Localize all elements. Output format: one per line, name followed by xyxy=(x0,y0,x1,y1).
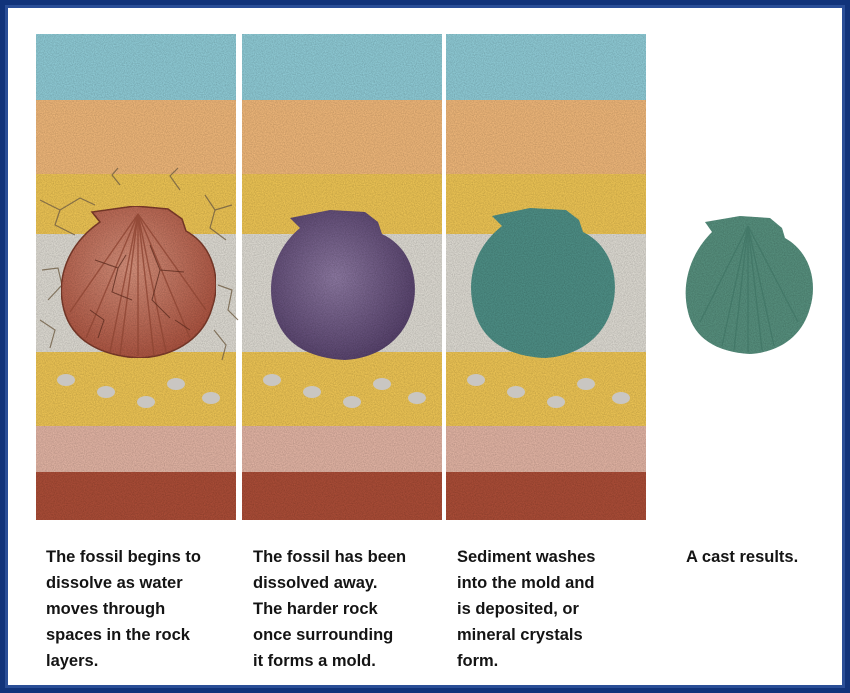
caption-stage-1: The fossil begins to dissolve as water m… xyxy=(46,544,201,674)
pebble xyxy=(137,396,155,408)
peach-layer-band xyxy=(446,100,646,174)
pink-layer-band xyxy=(446,426,646,472)
pebble xyxy=(467,374,485,386)
red-layer-band xyxy=(446,472,646,520)
caption-line: dissolve as water xyxy=(46,570,201,596)
pink-layer-band xyxy=(242,426,442,472)
yellow-layer-band xyxy=(36,352,236,426)
red-layer-band xyxy=(242,472,442,520)
caption-line: The fossil begins to xyxy=(46,544,201,570)
caption-line: form. xyxy=(457,648,595,674)
caption-line: mineral crystals xyxy=(457,622,595,648)
caption-line: The harder rock xyxy=(253,596,406,622)
pebble xyxy=(343,396,361,408)
pink-layer-band xyxy=(36,426,236,472)
caption-stage-2: The fossil has been dissolved away. The … xyxy=(253,544,406,674)
caption-line: A cast results. xyxy=(686,544,798,570)
pebble xyxy=(373,378,391,390)
caption-line: it forms a mold. xyxy=(253,648,406,674)
pebble xyxy=(202,392,220,404)
yellow-layer-band xyxy=(242,352,442,426)
pebble xyxy=(167,378,185,390)
caption-line: moves through xyxy=(46,596,201,622)
pebble xyxy=(97,386,115,398)
caption-line: layers. xyxy=(46,648,201,674)
caption-line: The fossil has been xyxy=(253,544,406,570)
pebble xyxy=(57,374,75,386)
fossil-cast xyxy=(686,216,813,354)
pebble xyxy=(507,386,525,398)
pebble xyxy=(408,392,426,404)
water-band xyxy=(242,34,442,100)
water-band xyxy=(446,34,646,100)
red-layer-band xyxy=(36,472,236,520)
caption-line: is deposited, or xyxy=(457,596,595,622)
pebble xyxy=(577,378,595,390)
caption-stage-4: A cast results. xyxy=(686,544,798,570)
caption-line: dissolved away. xyxy=(253,570,406,596)
pebble xyxy=(303,386,321,398)
water-band xyxy=(36,34,236,100)
caption-line: into the mold and xyxy=(457,570,595,596)
peach-layer-band xyxy=(36,100,236,174)
pebble xyxy=(547,396,565,408)
yellow-layer-band xyxy=(446,352,646,426)
caption-line: spaces in the rock xyxy=(46,622,201,648)
pebble xyxy=(263,374,281,386)
peach-layer-band xyxy=(242,100,442,174)
caption-line: once surrounding xyxy=(253,622,406,648)
caption-stage-3: Sediment washes into the mold and is dep… xyxy=(457,544,595,674)
pebble xyxy=(612,392,630,404)
caption-line: Sediment washes xyxy=(457,544,595,570)
